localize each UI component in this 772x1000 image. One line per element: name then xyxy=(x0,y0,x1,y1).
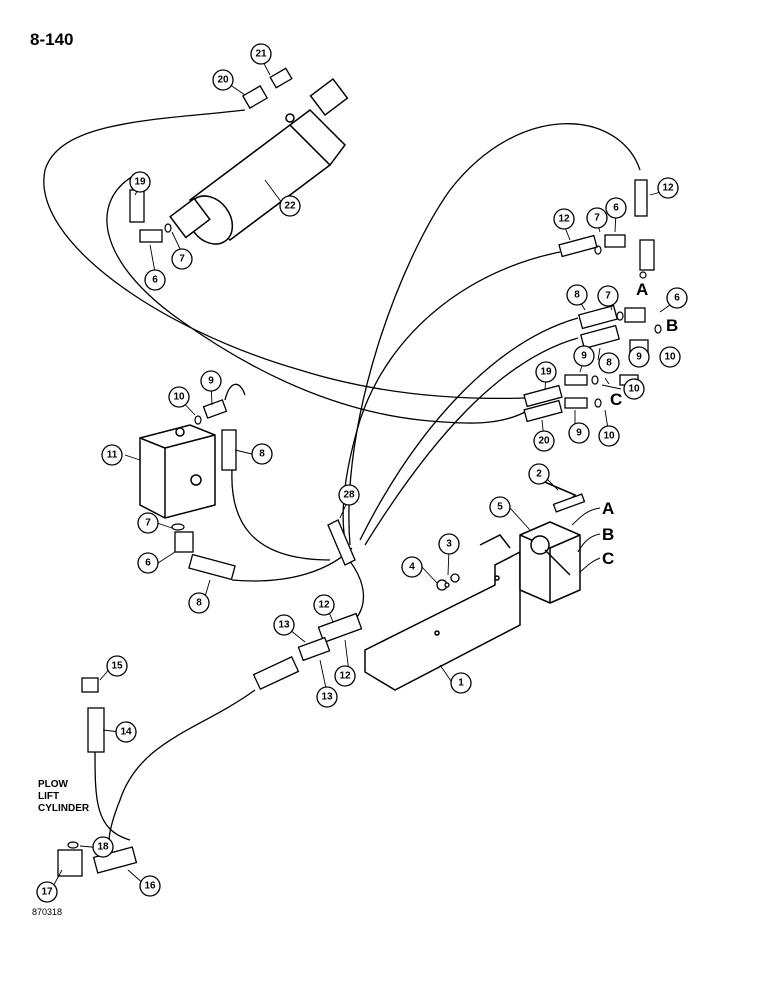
callout-13: 13 xyxy=(321,692,333,703)
callout-9: 9 xyxy=(208,376,214,387)
hose-lines xyxy=(43,109,641,863)
callout-6: 6 xyxy=(145,558,151,569)
callout-28: 28 xyxy=(343,490,355,501)
callout-4: 4 xyxy=(409,562,415,573)
callout-6: 6 xyxy=(152,275,158,286)
lever-letter-c: C xyxy=(602,549,614,568)
callout-20: 20 xyxy=(538,436,550,447)
callout-7: 7 xyxy=(145,518,151,529)
callout-8: 8 xyxy=(574,290,580,301)
callout-7: 7 xyxy=(594,213,600,224)
callout-1: 1 xyxy=(458,678,464,689)
callout-12: 12 xyxy=(662,183,674,194)
callout-5: 5 xyxy=(497,502,503,513)
callout-14: 14 xyxy=(120,727,132,738)
callout-17: 17 xyxy=(41,887,53,898)
hose-13-plow xyxy=(108,689,256,863)
lever-letter-a: A xyxy=(602,499,614,518)
callout-9: 9 xyxy=(576,428,582,439)
hose-20-loop xyxy=(43,109,526,400)
page-number: 8-140 xyxy=(30,30,74,49)
callout-20: 20 xyxy=(217,75,229,86)
callout-10: 10 xyxy=(603,431,615,442)
lever-letter-lines xyxy=(571,507,601,573)
callout-9: 9 xyxy=(581,351,587,362)
callout-7: 7 xyxy=(605,291,611,302)
valve-block-11 xyxy=(139,424,216,519)
port-letter-b: B xyxy=(666,316,678,335)
callout-21: 21 xyxy=(255,49,267,60)
plow-lift-cylinder-label: PLOW LIFT CYLINDER xyxy=(38,779,89,815)
bracket-1 xyxy=(364,534,521,691)
callout-numbers: 21 20 19 6 7 22 12 7 6 12 8 7 6 9 8 9 10… xyxy=(41,49,680,898)
hose-8b-bank xyxy=(364,337,579,546)
callout-15: 15 xyxy=(111,661,123,672)
port-letter-a: A xyxy=(636,280,648,299)
hose-block-down xyxy=(231,469,331,561)
callout-9: 9 xyxy=(636,352,642,363)
hose-14-down xyxy=(94,749,131,841)
hose-block-top xyxy=(224,383,246,401)
hose-8-bank xyxy=(359,317,579,541)
plow-label-line-3: CYLINDER xyxy=(38,803,90,814)
callout-8: 8 xyxy=(196,598,202,609)
callout-10: 10 xyxy=(664,352,676,363)
callout-6: 6 xyxy=(613,203,619,214)
callout-19: 19 xyxy=(134,177,146,188)
lever-letter-b: B xyxy=(602,525,614,544)
callout-10: 10 xyxy=(628,384,640,395)
callout-12: 12 xyxy=(318,600,330,611)
hose-19-loop xyxy=(106,174,526,424)
callout-7: 7 xyxy=(179,254,185,265)
callout-16: 16 xyxy=(144,881,156,892)
callout-11: 11 xyxy=(107,450,118,461)
callout-8: 8 xyxy=(259,449,265,460)
control-lever-5 xyxy=(519,479,581,604)
callout-12: 12 xyxy=(339,671,351,682)
plow-label-line-1: PLOW xyxy=(38,779,68,790)
callout-19: 19 xyxy=(540,367,552,378)
callout-6: 6 xyxy=(674,293,680,304)
callout-bubbles xyxy=(36,43,688,903)
callout-13: 13 xyxy=(278,620,290,631)
callout-22: 22 xyxy=(284,201,296,212)
callout-3: 3 xyxy=(446,539,452,550)
cylinder-22 xyxy=(169,77,349,245)
port-letter-c: C xyxy=(610,390,622,409)
callout-2: 2 xyxy=(536,469,542,480)
callout-12: 12 xyxy=(558,214,570,225)
hose-lower-8 xyxy=(231,547,353,582)
plow-label-line-2: LIFT xyxy=(38,791,60,802)
callout-18: 18 xyxy=(97,842,109,853)
callout-8: 8 xyxy=(606,358,612,369)
callout-10: 10 xyxy=(173,392,185,403)
port-letters: A B C A B C xyxy=(602,280,678,568)
o-rings xyxy=(67,223,662,849)
figure-code: 870318 xyxy=(32,907,63,917)
